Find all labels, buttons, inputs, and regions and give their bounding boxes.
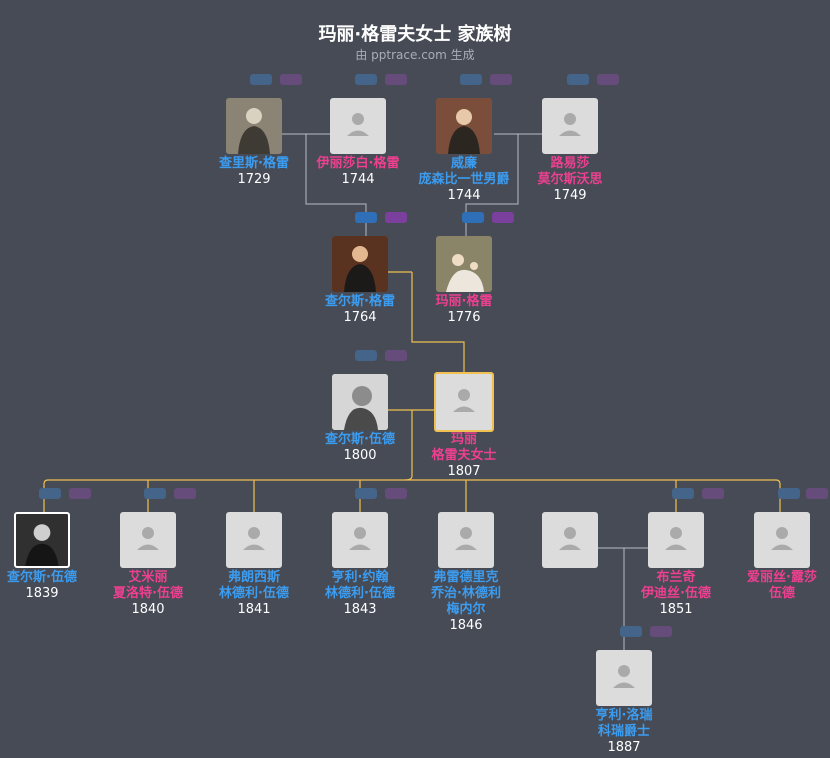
father-link-button[interactable]: [39, 488, 61, 499]
person-year: 1749: [553, 188, 587, 203]
father-link-button[interactable]: [620, 626, 642, 637]
father-link-button[interactable]: [672, 488, 694, 499]
person-year: 1839: [25, 586, 59, 601]
father-link-button[interactable]: [355, 350, 377, 361]
placeholder-avatar-icon: [330, 98, 386, 154]
mother-link-button[interactable]: [650, 626, 672, 637]
father-link-button[interactable]: [355, 212, 377, 223]
mother-link-button[interactable]: [174, 488, 196, 499]
placeholder-avatar-icon: [120, 512, 176, 568]
person-name: 查尔斯·伍德: [325, 432, 395, 447]
portrait-photo: [226, 98, 282, 154]
portrait-photo: [436, 98, 492, 154]
father-link-button[interactable]: [355, 74, 377, 85]
placeholder-avatar-icon: [754, 512, 810, 568]
father-link-button[interactable]: [567, 74, 589, 85]
person-name: 爱丽丝·露莎 伍德: [747, 570, 817, 601]
person-year: 1846: [449, 618, 483, 633]
page-title: 玛丽·格雷夫女士 家族树: [318, 24, 512, 45]
person-name: 查里斯·格雷: [219, 156, 289, 171]
mother-link-button[interactable]: [385, 74, 407, 85]
person-year: 1764: [343, 310, 377, 325]
portrait-photo: [332, 374, 388, 430]
person-name: 查尔斯·伍德: [7, 570, 77, 585]
portrait-photo: [14, 512, 70, 568]
person-name: 亨利·洛瑞 科瑞爵士: [595, 708, 653, 739]
placeholder-avatar-icon: [332, 512, 388, 568]
mother-link-button[interactable]: [385, 488, 407, 499]
person-name: 路易莎 莫尔斯沃思: [537, 156, 603, 187]
portrait-photo: [436, 236, 492, 292]
person-name: 布兰奇 伊迪丝·伍德: [641, 570, 711, 601]
person-name: 威廉 庞森比一世男爵: [418, 156, 510, 187]
mother-link-button[interactable]: [806, 488, 828, 499]
person-name: 弗雷德里克 乔治·林德利 梅内尔: [431, 570, 501, 617]
person-year: 1841: [237, 602, 271, 617]
person-name: 查尔斯·格雷: [325, 294, 395, 309]
person-year: 1887: [607, 740, 641, 755]
person-name: 艾米丽 夏洛特·伍德: [113, 570, 183, 601]
person-name: 伊丽莎白·格雷: [316, 156, 400, 171]
mother-link-button[interactable]: [702, 488, 724, 499]
mother-link-button[interactable]: [597, 74, 619, 85]
person-year: 1843: [343, 602, 377, 617]
placeholder-avatar-icon: [226, 512, 282, 568]
person-year: 1744: [447, 188, 481, 203]
person-year: 1800: [343, 448, 377, 463]
father-link-button[interactable]: [144, 488, 166, 499]
mother-link-button[interactable]: [385, 212, 407, 223]
person-year: 1744: [341, 172, 375, 187]
placeholder-avatar-icon: [596, 650, 652, 706]
father-link-button[interactable]: [355, 488, 377, 499]
placeholder-avatar-icon: [542, 512, 598, 568]
page-subtitle: 由 pptrace.com 生成: [355, 48, 475, 62]
person-name: 亨利·约翰 林德利·伍德: [325, 570, 395, 601]
father-link-button[interactable]: [250, 74, 272, 85]
father-link-button[interactable]: [462, 212, 484, 223]
person-year: 1851: [659, 602, 693, 617]
mother-link-button[interactable]: [492, 212, 514, 223]
father-link-button[interactable]: [778, 488, 800, 499]
person-name: 玛丽 格雷夫女士: [431, 432, 497, 463]
person-year: 1729: [237, 172, 271, 187]
mother-link-button[interactable]: [69, 488, 91, 499]
placeholder-avatar-icon: [438, 512, 494, 568]
portrait-photo: [332, 236, 388, 292]
placeholder-avatar-icon: [434, 372, 494, 432]
placeholder-avatar-icon: [648, 512, 704, 568]
mother-link-button[interactable]: [280, 74, 302, 85]
father-link-button[interactable]: [460, 74, 482, 85]
person-year: 1776: [447, 310, 481, 325]
person-year: 1840: [131, 602, 165, 617]
mother-link-button[interactable]: [490, 74, 512, 85]
person-name: 玛丽·格雷: [435, 294, 493, 309]
person-year: 1807: [447, 464, 481, 479]
mother-link-button[interactable]: [385, 350, 407, 361]
person-name: 弗朗西斯 林德利·伍德: [219, 570, 289, 601]
placeholder-avatar-icon: [542, 98, 598, 154]
